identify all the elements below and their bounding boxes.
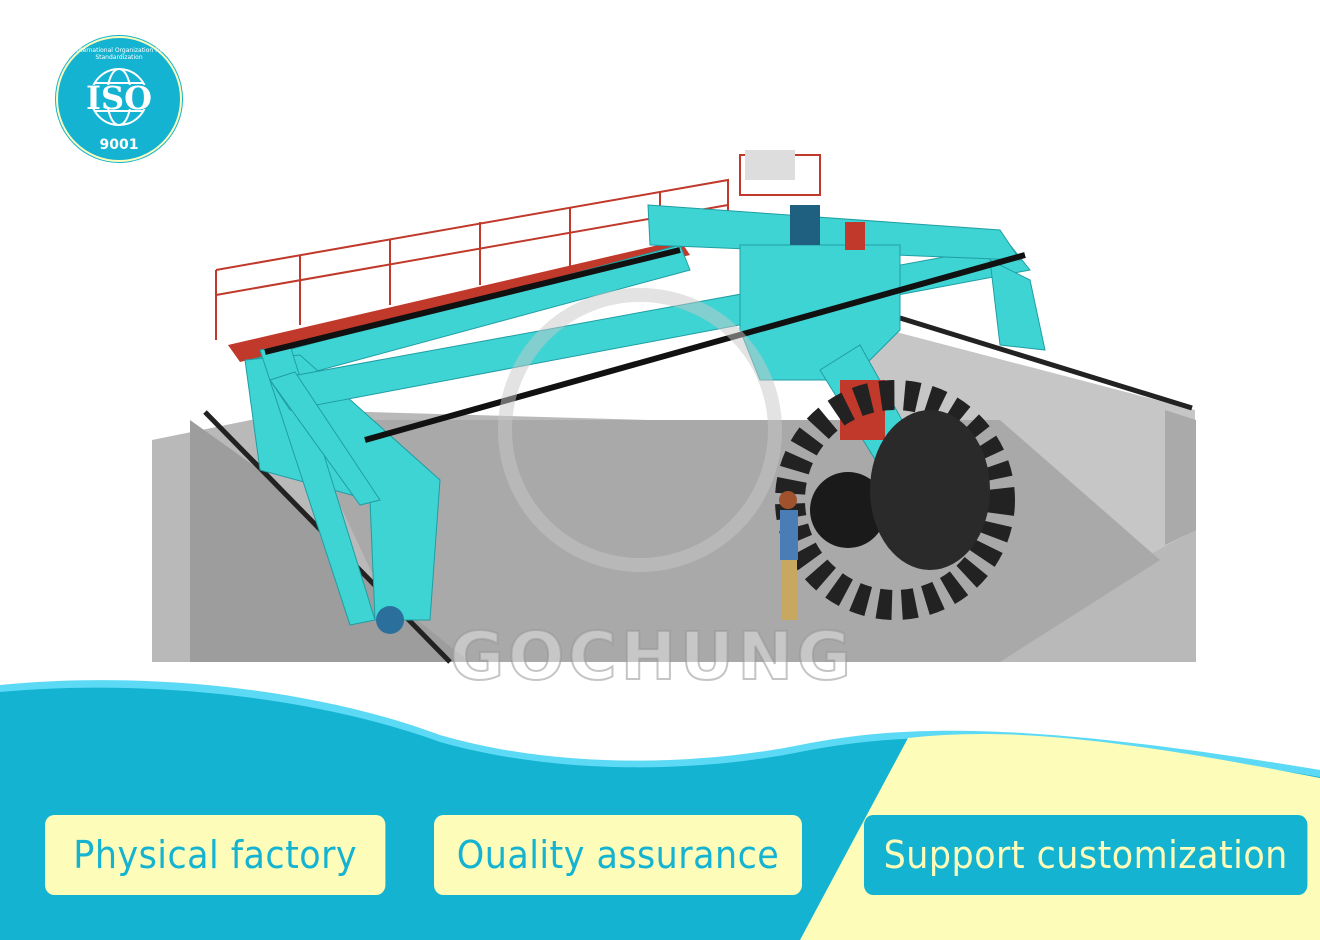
motor <box>790 205 820 245</box>
turning-wheel <box>775 380 1015 620</box>
iso-number: 9001 <box>99 137 139 153</box>
watermark-text: GOCHUNG <box>449 617 855 696</box>
feature-support-customization[interactable]: Support customization <box>864 815 1308 895</box>
badge-circle <box>55 35 183 163</box>
walkway-railing <box>215 154 821 340</box>
watermark-gear-icon <box>498 288 782 572</box>
person-figure <box>779 491 798 620</box>
motor-red <box>845 222 865 250</box>
feature-quality-assurance[interactable]: Ouality assurance <box>434 815 802 895</box>
feature-physical-factory[interactable]: Physical factory <box>45 815 386 895</box>
iso-ring-text: International Organization for Standardi… <box>74 47 164 61</box>
product-render <box>152 150 1196 664</box>
drive-motor <box>376 606 404 634</box>
iso-title: ISO <box>86 79 152 117</box>
control-cabinet <box>745 150 795 180</box>
iso-9001-badge: ISO International Organization for Stand… <box>55 35 183 163</box>
